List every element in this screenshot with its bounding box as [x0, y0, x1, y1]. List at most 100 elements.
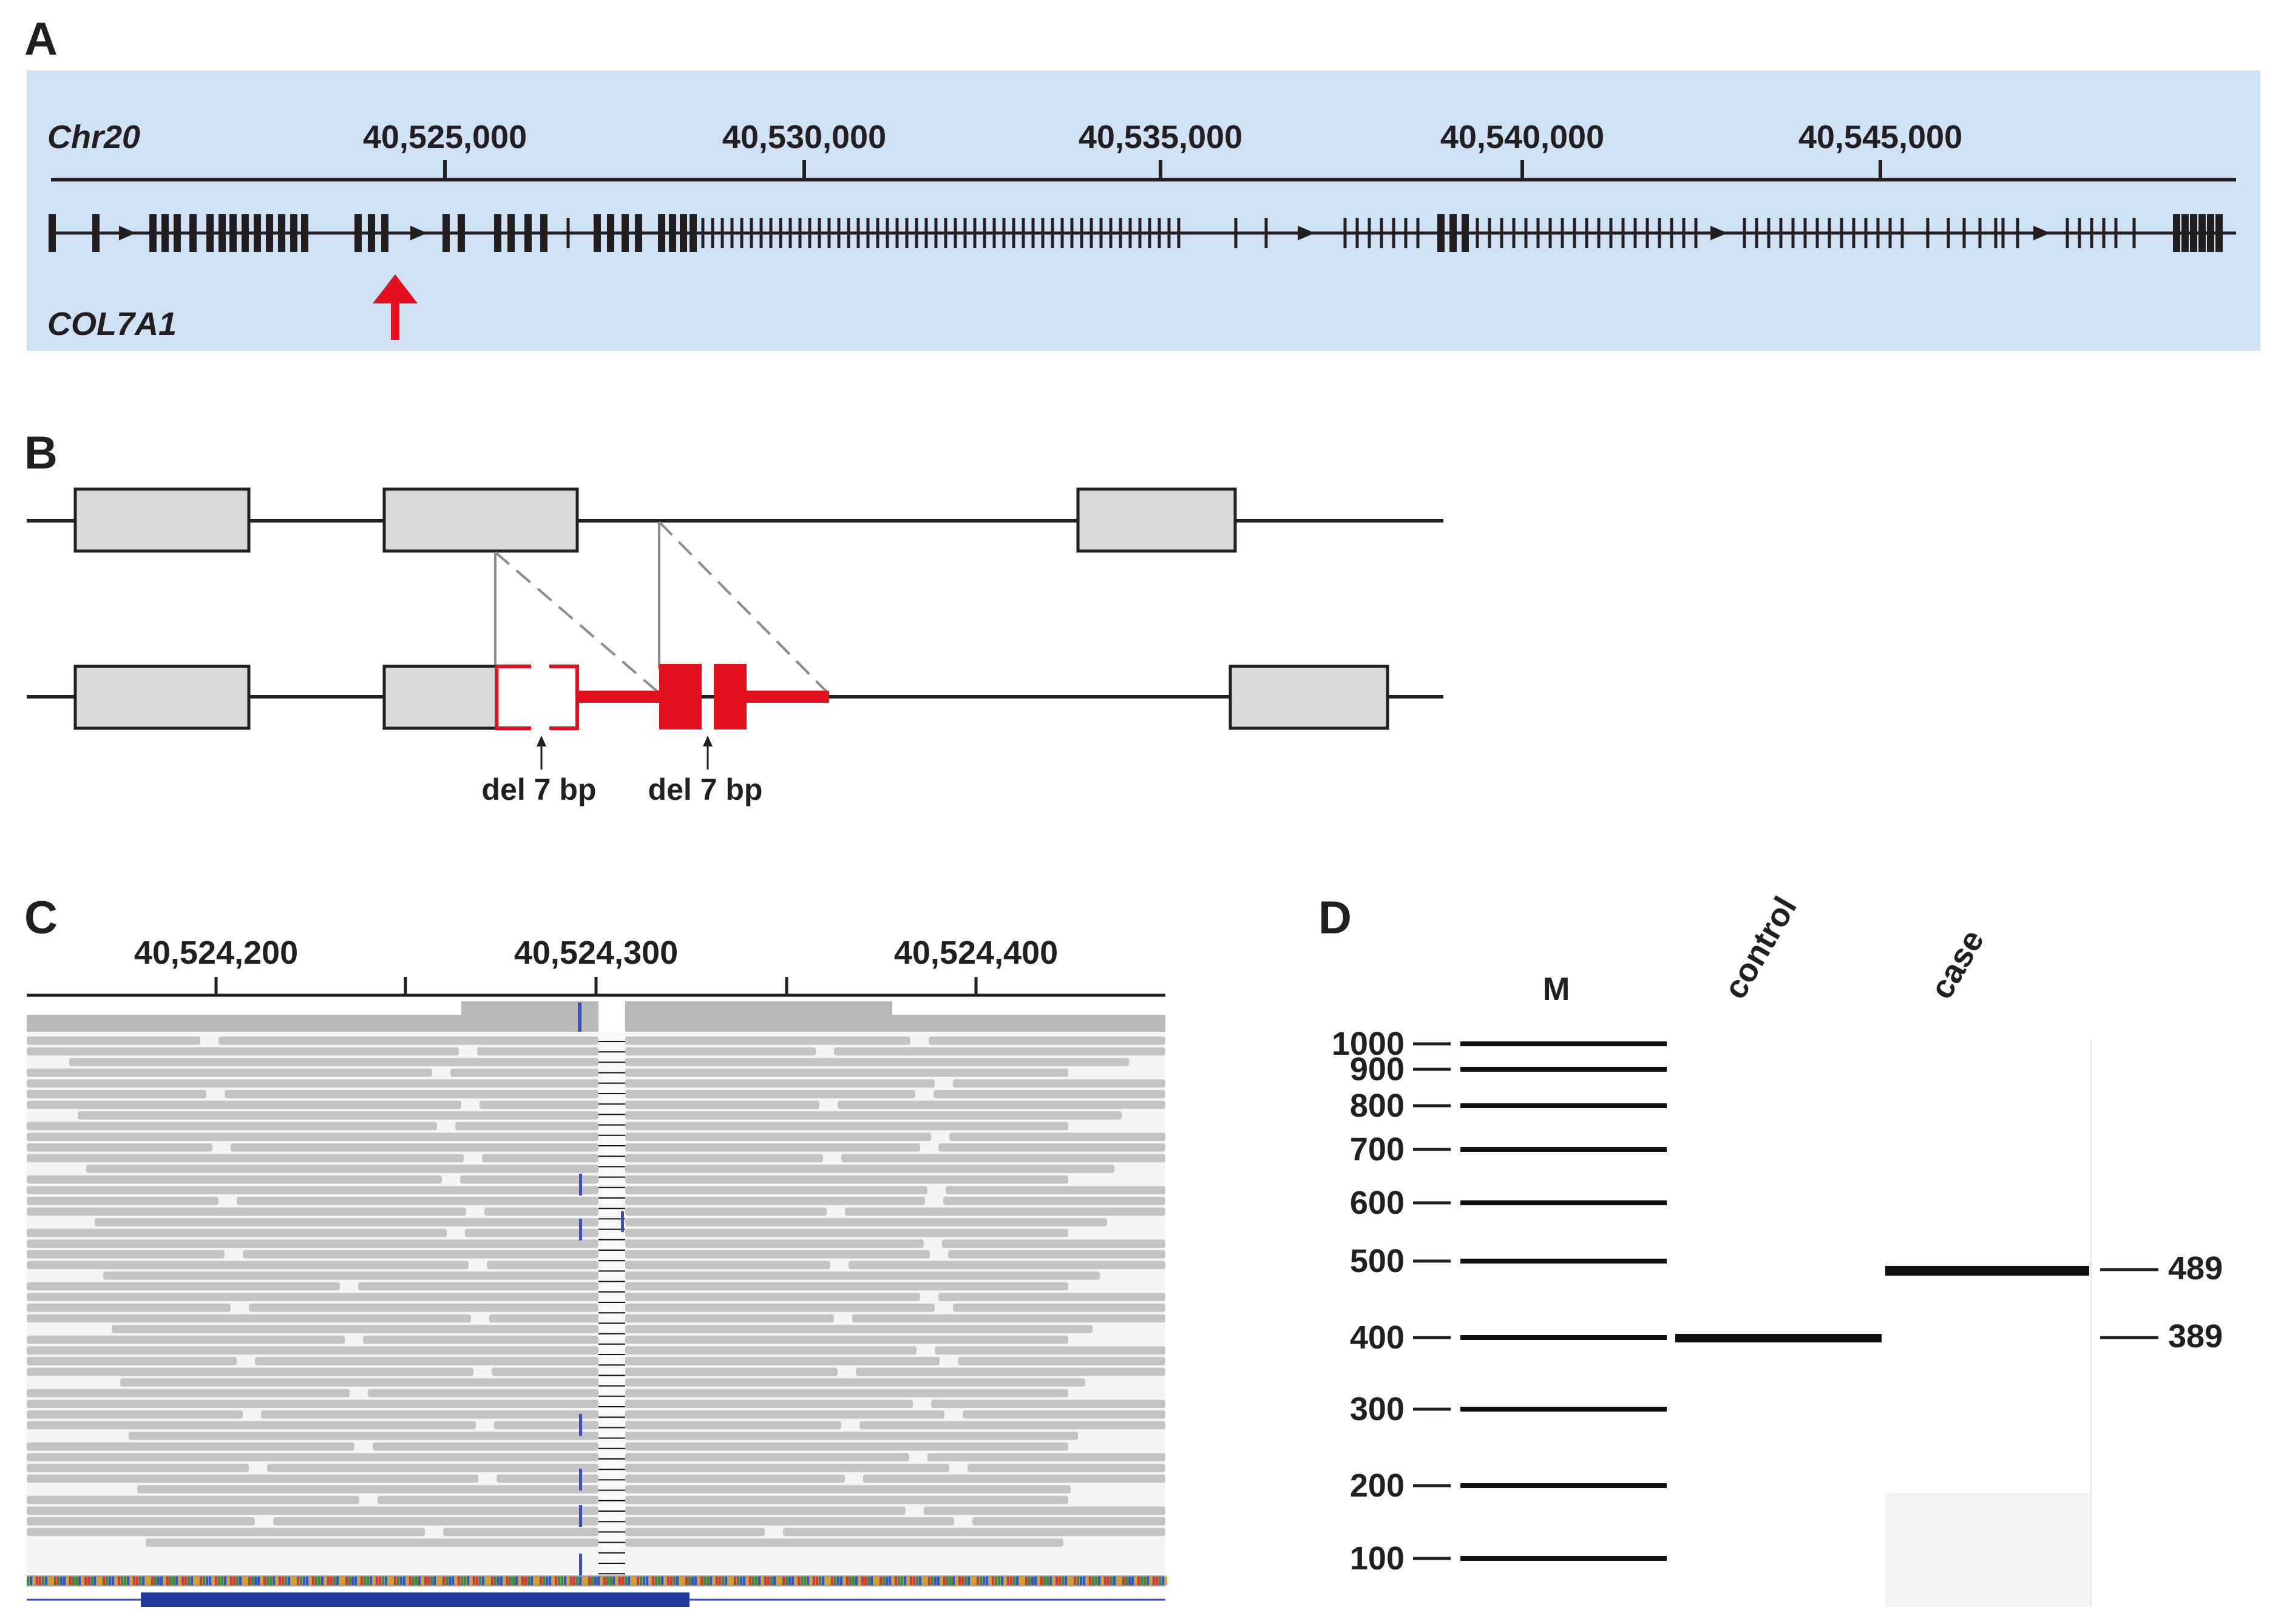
base-color: [42, 1577, 44, 1585]
exon-tick: [856, 218, 860, 248]
exon-tick: [2016, 218, 2019, 248]
read-segment: [929, 1037, 1165, 1045]
read-segment: [255, 1357, 598, 1365]
base-color: [388, 1577, 390, 1585]
ladder-band: [1460, 1259, 1667, 1264]
exon-tick: [2066, 218, 2069, 248]
exon-tick: [1031, 218, 1035, 248]
base-color: [740, 1577, 742, 1585]
base-color: [734, 1577, 736, 1585]
base-color: [206, 1577, 208, 1585]
read-segment: [358, 1282, 598, 1291]
read-segment: [625, 1165, 1114, 1173]
read-segment: [625, 1335, 1068, 1344]
exon-tick: [1449, 214, 1457, 252]
base-color: [828, 1577, 830, 1585]
base-color: [940, 1577, 943, 1585]
base-color: [619, 1577, 621, 1585]
base-color: [873, 1577, 876, 1585]
deletion-gap: [531, 663, 549, 732]
base-color: [968, 1577, 970, 1585]
read-segment: [27, 1357, 237, 1365]
exon-tick: [2001, 218, 2005, 248]
read-segment: [943, 1197, 1165, 1205]
base-color: [1147, 1577, 1149, 1585]
read-segment: [231, 1143, 598, 1152]
base-color: [640, 1577, 642, 1585]
read-segment: [27, 1314, 471, 1323]
read-segment: [137, 1485, 598, 1494]
base-color: [84, 1577, 87, 1585]
base-color: [886, 1577, 888, 1585]
panel-d-label: D: [1318, 892, 1352, 944]
axis-tick-label: 40,535,000: [1079, 119, 1242, 155]
read-segment: [455, 1122, 598, 1131]
exon-tick: [1157, 218, 1161, 248]
read-segment: [86, 1165, 598, 1173]
base-color: [333, 1577, 336, 1585]
base-color: [188, 1577, 190, 1585]
read-segment: [625, 1528, 765, 1537]
exon-tick: [866, 218, 870, 248]
base-color: [461, 1577, 463, 1585]
base-color: [1004, 1577, 1006, 1585]
base-color: [36, 1577, 38, 1585]
base-color: [1165, 1577, 1167, 1585]
base-color: [415, 1577, 418, 1585]
exon-tick: [1392, 218, 1395, 248]
base-color: [925, 1577, 927, 1585]
base-color: [922, 1577, 924, 1585]
base-color: [33, 1577, 35, 1585]
exon-tick: [1548, 218, 1552, 248]
axis-tick-label: 40,524,400: [894, 935, 1058, 971]
exon-tick: [963, 218, 967, 248]
base-color: [282, 1577, 284, 1585]
base-color: [1007, 1577, 1009, 1585]
read-segment: [27, 1090, 206, 1098]
read-segment: [27, 1228, 447, 1237]
base-color: [892, 1577, 894, 1585]
base-color: [257, 1577, 260, 1585]
read-segment: [27, 1453, 598, 1461]
read-segment: [497, 1474, 598, 1483]
read-segment: [931, 1399, 1165, 1408]
band-size-label: 489: [2168, 1250, 2223, 1287]
exon-tick: [442, 214, 450, 252]
base-color: [1010, 1577, 1012, 1585]
exon-blocks: [49, 214, 2223, 252]
base-color: [191, 1577, 193, 1585]
exon-tick: [934, 218, 938, 248]
read-segment: [95, 1218, 598, 1226]
base-color: [628, 1577, 630, 1585]
base-color: [121, 1577, 123, 1585]
read-segment: [625, 1474, 845, 1483]
base-color: [949, 1577, 952, 1585]
base-color: [1028, 1577, 1031, 1585]
read-segment: [625, 1357, 940, 1365]
base-color: [716, 1577, 718, 1585]
insertion-mark: [579, 1414, 582, 1436]
exon-tick: [278, 214, 285, 252]
insertion-mark: [579, 1174, 582, 1196]
base-color: [561, 1577, 563, 1585]
base-color: [27, 1577, 29, 1585]
insertion-mark: [579, 1505, 582, 1527]
base-color: [497, 1577, 500, 1585]
base-color: [980, 1577, 982, 1585]
read-segment: [625, 1389, 1068, 1398]
strand-arrow-icon: [410, 226, 427, 240]
base-color: [251, 1577, 254, 1585]
exon-tick: [2207, 214, 2214, 252]
read-segment: [27, 1175, 442, 1184]
base-color: [172, 1577, 175, 1585]
base-color: [197, 1577, 199, 1585]
read-segment: [27, 1474, 478, 1483]
read-segment: [625, 1410, 944, 1419]
read-segment: [625, 1068, 1068, 1077]
base-color: [479, 1577, 481, 1585]
exon-tick: [2114, 218, 2118, 248]
base-color: [345, 1577, 348, 1585]
exon-tick: [242, 214, 249, 252]
exon-tick: [1488, 218, 1491, 248]
base-color: [837, 1577, 839, 1585]
